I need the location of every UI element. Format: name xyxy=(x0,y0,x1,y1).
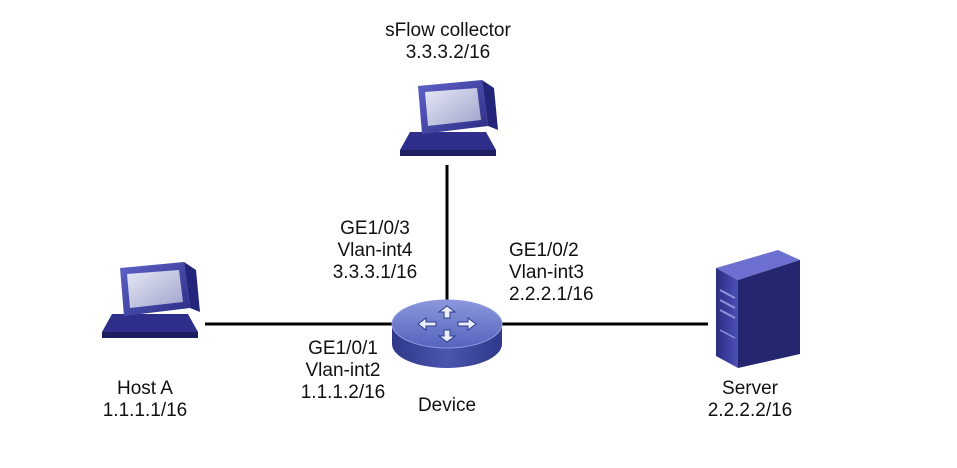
device-name: Device xyxy=(417,395,477,416)
sflow-collector-ip: 3.3.3.2/16 xyxy=(405,42,491,63)
ge1-interface-label: GE1/0/1 Vlan-int2 1.1.1.2/16 xyxy=(283,338,403,404)
ge2-ip: 2.2.2.1/16 xyxy=(509,284,594,305)
server-ip: 2.2.2.2/16 xyxy=(707,400,793,421)
host-a-pc-icon xyxy=(102,262,200,338)
ge1-vlan: Vlan-int2 xyxy=(305,360,381,381)
server-label: Server 2.2.2.2/16 xyxy=(690,378,810,422)
ge3-vlan: Vlan-int4 xyxy=(337,240,413,261)
sflow-collector-pc-icon xyxy=(400,80,498,156)
ge1-ip: 1.1.1.2/16 xyxy=(300,382,386,403)
server-name: Server xyxy=(722,378,778,399)
host-a-name: Host A xyxy=(117,378,173,399)
host-a-label: Host A 1.1.1.1/16 xyxy=(85,378,205,422)
links xyxy=(205,165,708,326)
ge3-port: GE1/0/3 xyxy=(340,218,410,239)
ge2-vlan: Vlan-int3 xyxy=(509,262,584,283)
host-a-ip: 1.1.1.1/16 xyxy=(102,400,188,421)
sflow-collector-label: sFlow collector 3.3.3.2/16 xyxy=(343,20,553,64)
server-icon xyxy=(716,250,800,368)
sflow-collector-name: sFlow collector xyxy=(385,20,511,41)
ge3-interface-label: GE1/0/3 Vlan-int4 3.3.3.1/16 xyxy=(320,218,430,284)
ge2-port: GE1/0/2 xyxy=(509,240,579,261)
device-router-icon xyxy=(391,299,503,368)
ge2-interface-label: GE1/0/2 Vlan-int3 2.2.2.1/16 xyxy=(509,240,594,306)
ge1-port: GE1/0/1 xyxy=(308,338,378,359)
device-label: Device xyxy=(392,395,502,417)
ge3-ip: 3.3.3.1/16 xyxy=(332,262,418,283)
